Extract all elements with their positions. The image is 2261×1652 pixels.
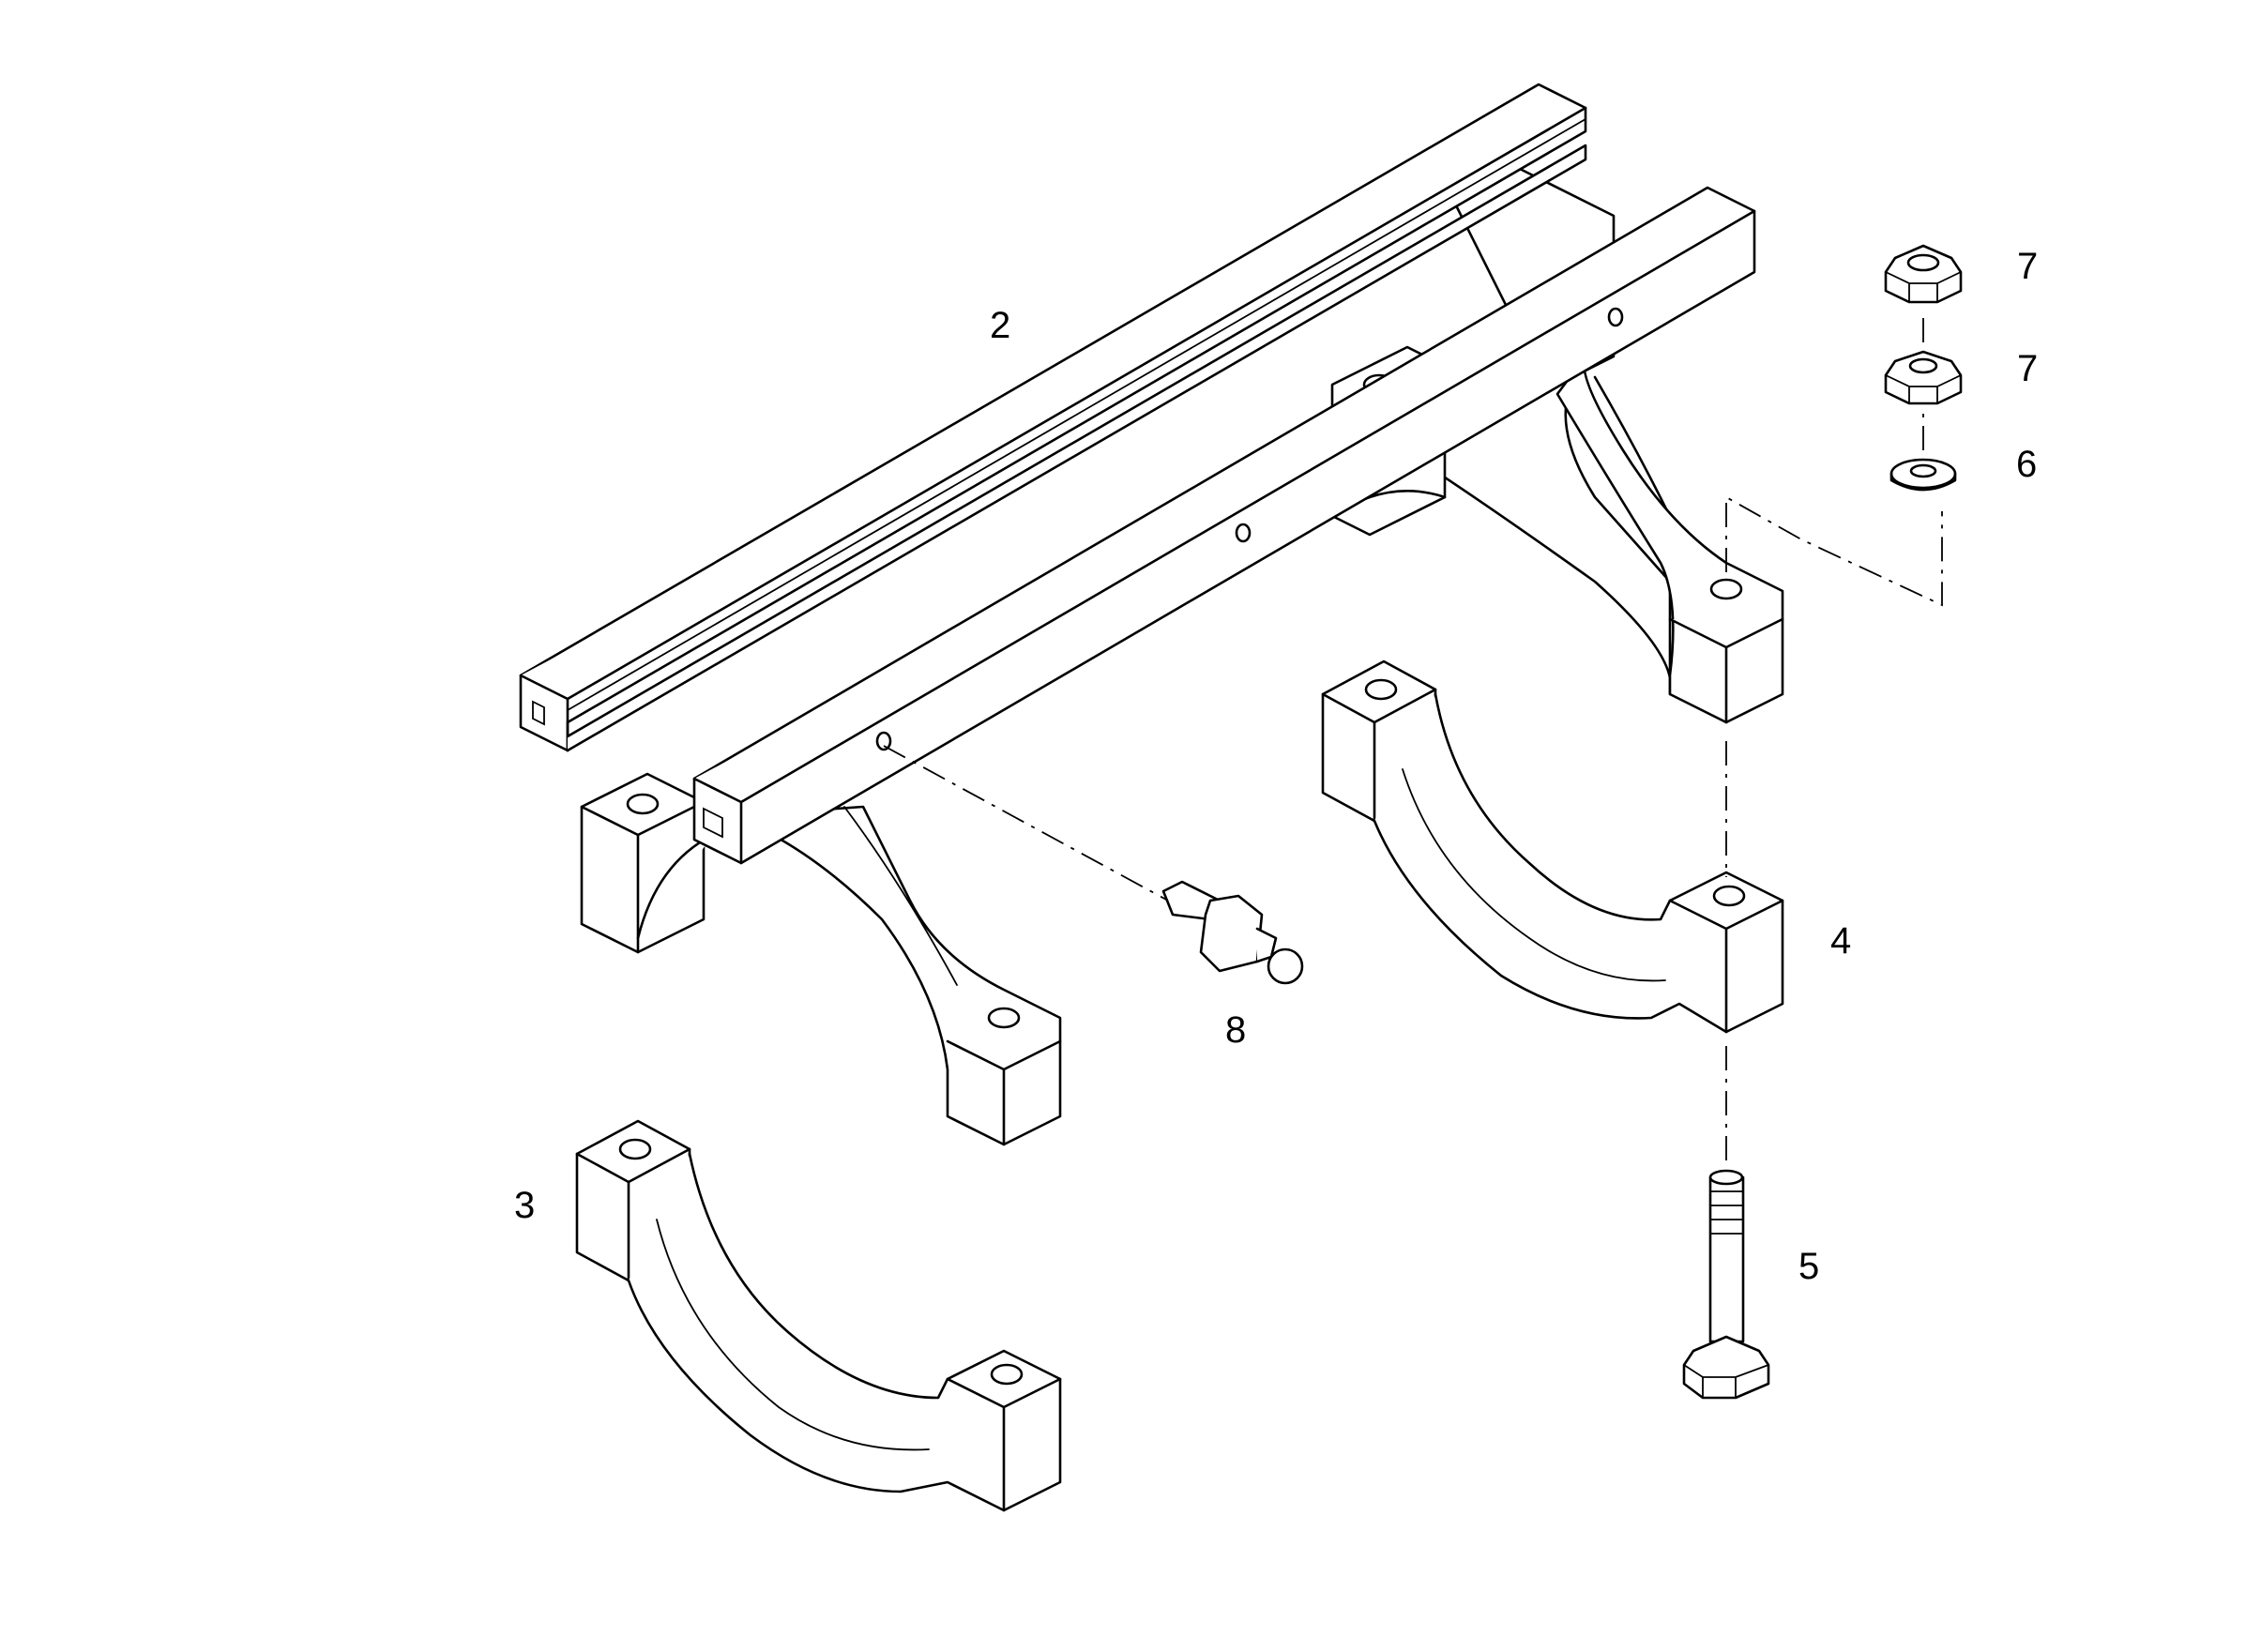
lower-clamp-left bbox=[575, 1119, 1062, 1512]
nut-middle bbox=[1884, 350, 1963, 405]
callout-washer: 6 bbox=[2016, 444, 2037, 485]
rail-square bbox=[692, 186, 1756, 865]
callout-lower-clamp-left: 3 bbox=[514, 1185, 535, 1226]
washer bbox=[1889, 458, 1957, 492]
grease-nipple bbox=[1161, 880, 1304, 985]
callout-bolt: 5 bbox=[1798, 1246, 1819, 1287]
callout-rail: 2 bbox=[990, 305, 1010, 346]
nut-top bbox=[1884, 244, 1963, 304]
callout-nut-top: 7 bbox=[2017, 246, 2038, 287]
callout-nut-middle: 7 bbox=[2017, 348, 2038, 389]
rail-channel bbox=[519, 83, 1587, 752]
assembly-lines bbox=[883, 311, 1943, 1168]
lower-clamp-right bbox=[1321, 659, 1784, 1034]
bolt bbox=[1682, 1169, 1770, 1400]
callout-lower-clamp-right: 4 bbox=[1830, 920, 1851, 962]
upper-clamp-front-left bbox=[580, 772, 1062, 1146]
callout-grease-nipple: 8 bbox=[1225, 1009, 1246, 1051]
